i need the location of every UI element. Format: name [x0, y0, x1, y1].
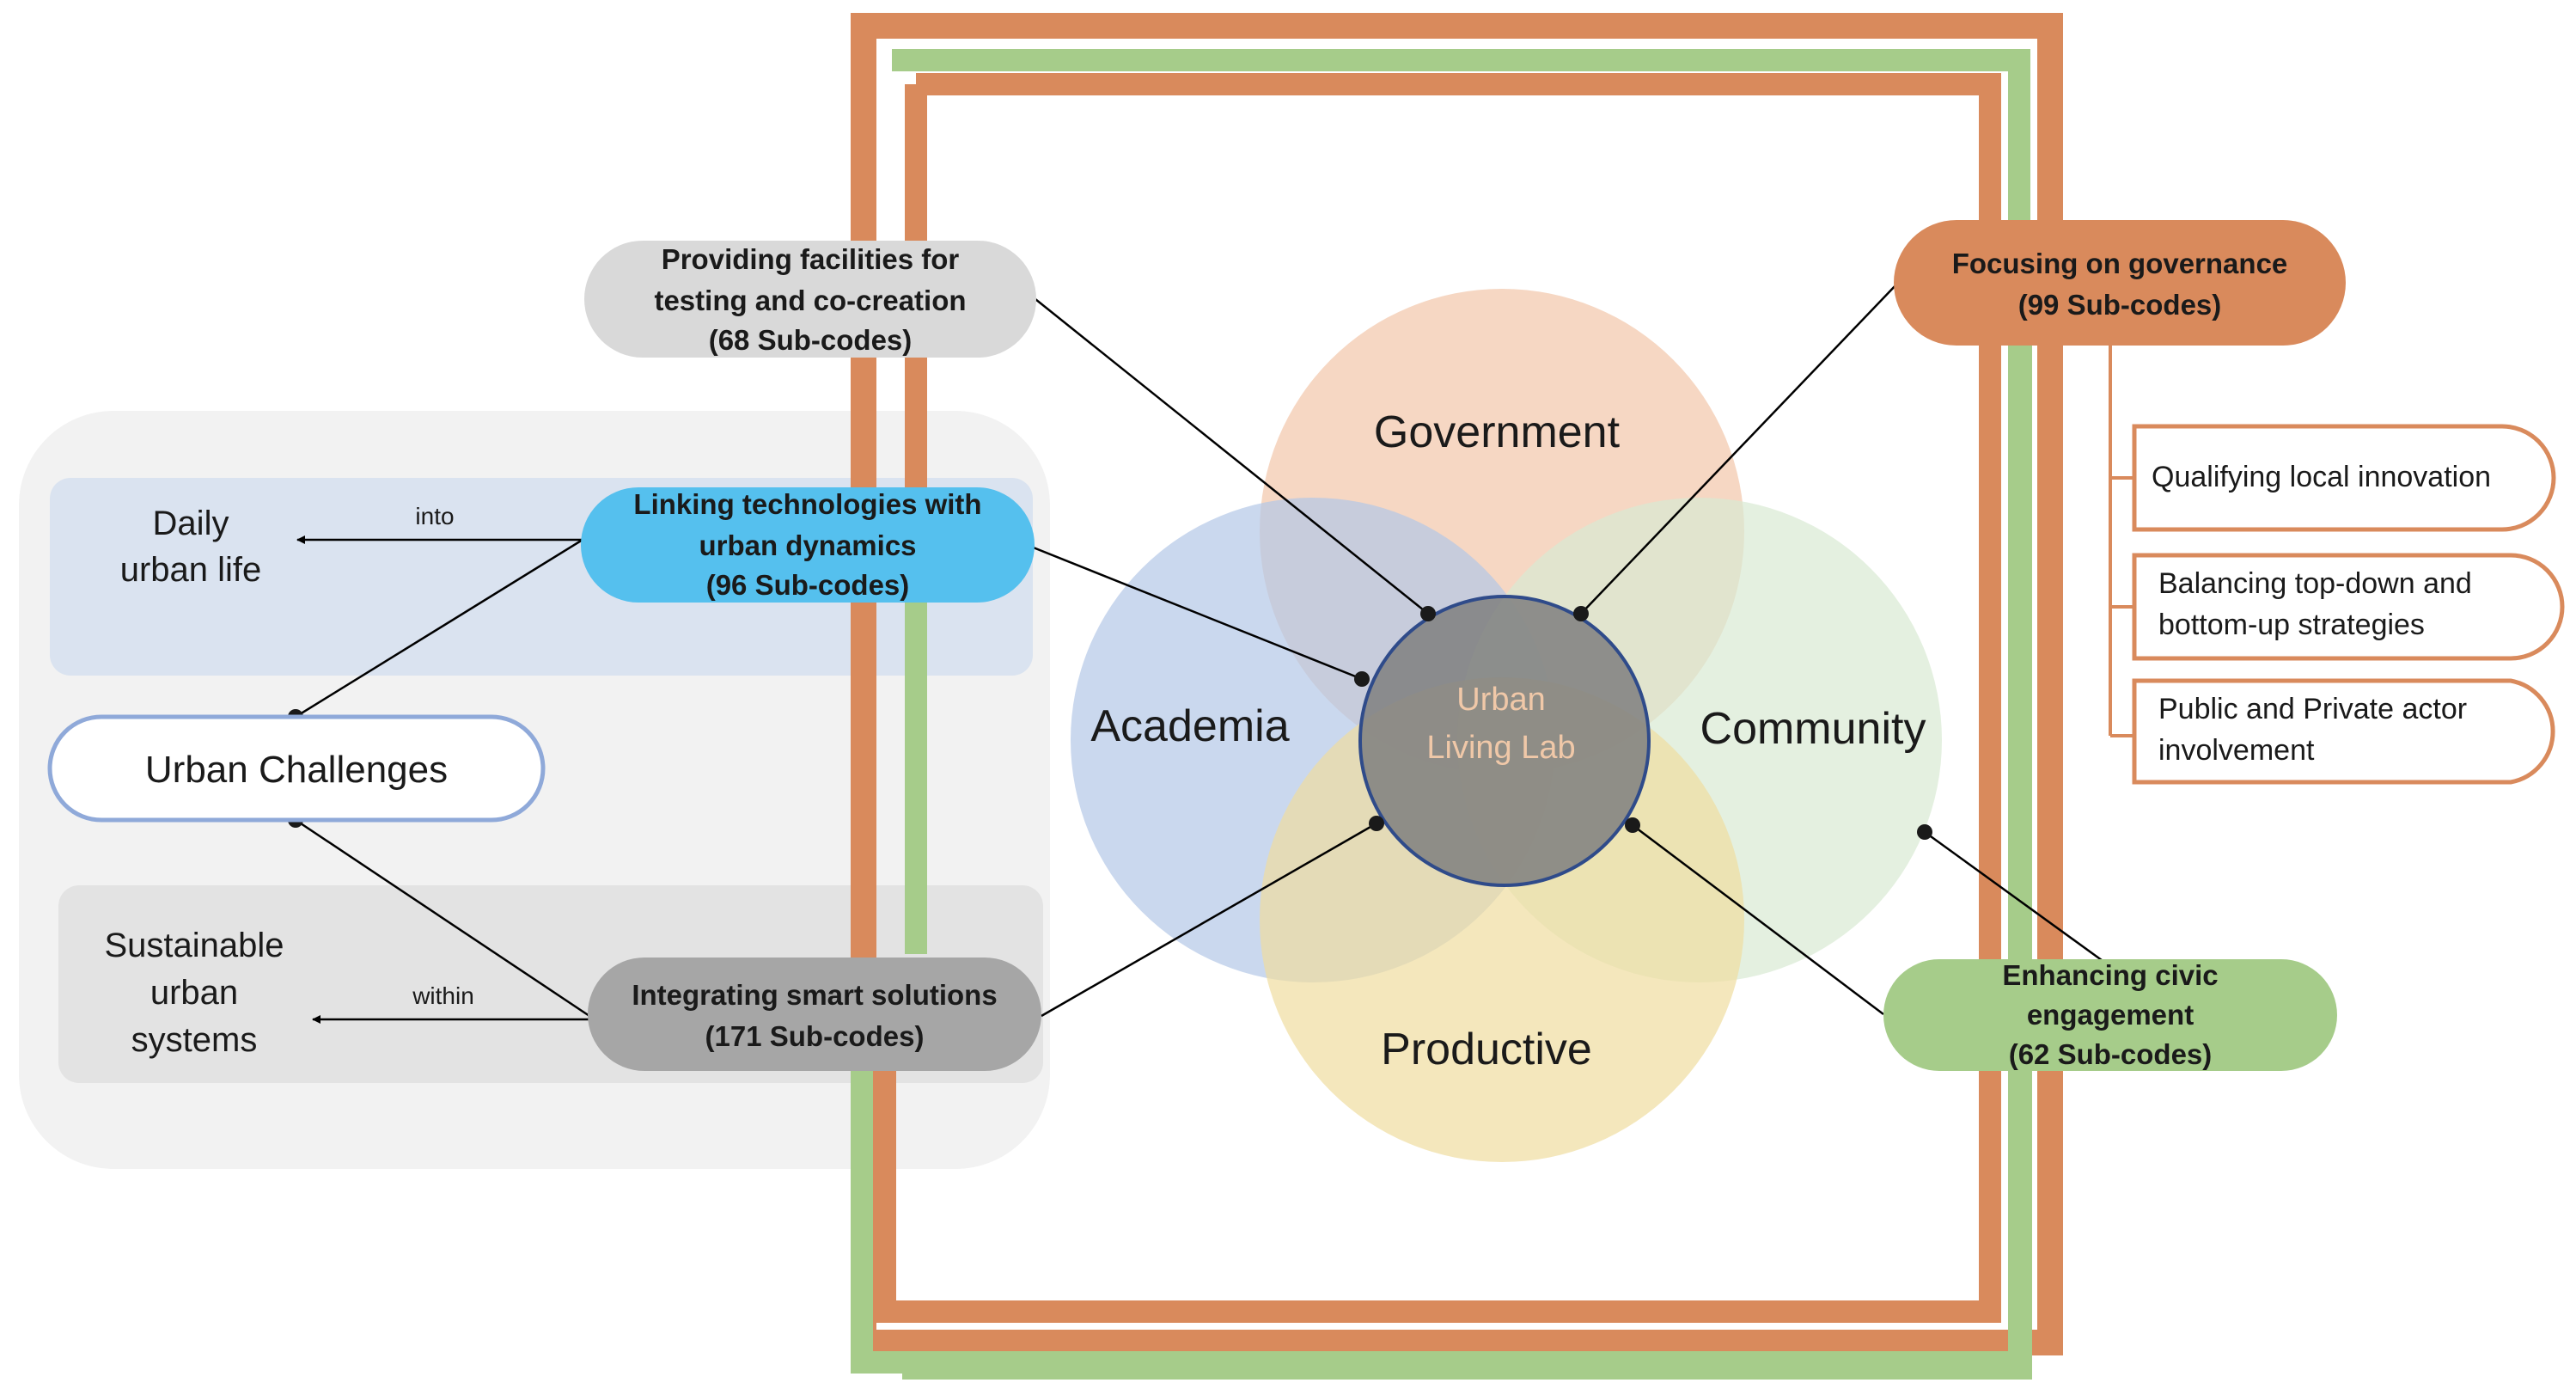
sustainable-urban-systems-line3: systems	[131, 1021, 258, 1059]
theme-facilities-line2: testing and co-creation	[654, 285, 966, 316]
theme-governance-line2: (99 Sub-codes)	[2018, 289, 2222, 321]
productive-label: Productive	[1381, 1025, 1592, 1074]
governance-bracket	[2109, 346, 2134, 737]
theme-governance: Focusing on governance (99 Sub-codes)	[1894, 220, 2346, 346]
theme-integrating-line2: (171 Sub-codes)	[705, 1020, 925, 1052]
theme-linking-line1: Linking technologies with	[633, 488, 981, 520]
theme-civic: Enhancing civic engagement (62 Sub-codes…	[1883, 959, 2337, 1071]
frame-orange	[851, 13, 2063, 1355]
sustainable-urban-systems-line1: Sustainable	[104, 927, 284, 964]
governance-item-1: Qualifying local innovation	[2132, 424, 2556, 532]
urban-challenges-label: Urban Challenges	[145, 749, 448, 791]
theme-facilities: Providing facilities for testing and co-…	[584, 241, 1036, 358]
theme-linking: Linking technologies with urban dynamics…	[581, 487, 1035, 603]
theme-civic-line1: Enhancing civic	[2002, 959, 2218, 991]
within-label: within	[412, 982, 474, 1009]
theme-facilities-line1: Providing facilities for	[662, 243, 960, 275]
daily-urban-life-line1: Daily	[153, 505, 229, 542]
theme-civic-line3: (62 Sub-codes)	[2009, 1038, 2213, 1070]
urban-challenges-box	[47, 714, 546, 823]
frame-green-inner	[902, 344, 2032, 1380]
theme-linking-line3: (96 Sub-codes)	[706, 569, 910, 601]
theme-integrating-line1: Integrating smart solutions	[632, 979, 997, 1011]
governance-item-1-line1: Qualifying local innovation	[2152, 461, 2491, 493]
governance-item-3-line2: involvement	[2158, 734, 2315, 767]
government-label: Government	[1374, 407, 1621, 457]
connector-lines	[295, 283, 2106, 1018]
theme-governance-line1: Focusing on governance	[1952, 248, 2288, 279]
urban-living-lab-circle	[1358, 595, 1651, 887]
theme-linking-line2: urban dynamics	[699, 529, 916, 561]
governance-item-3: Public and Private actor involvement	[2132, 678, 2555, 785]
governance-item-2-line1: Balancing top-down and	[2158, 567, 2472, 600]
theme-facilities-line3: (68 Sub-codes)	[709, 324, 913, 356]
theme-civic-line2: engagement	[2027, 999, 2194, 1031]
governance-item-2-line2: bottom-up strategies	[2158, 609, 2425, 641]
sustainable-urban-systems-line2: urban	[150, 974, 238, 1012]
governance-item-3-line1: Public and Private actor	[2158, 693, 2467, 725]
community-label: Community	[1700, 704, 1926, 754]
academia-label: Academia	[1090, 701, 1289, 751]
governance-item-2: Balancing top-down and bottom-up strateg…	[2132, 553, 2565, 661]
urban-living-lab-label-line1: Urban	[1456, 682, 1546, 718]
theme-integrating: Integrating smart solutions (171 Sub-cod…	[588, 958, 1041, 1071]
into-label: into	[415, 503, 454, 529]
daily-urban-life-line2: urban life	[120, 551, 262, 589]
urban-living-lab-label-line2: Living Lab	[1426, 730, 1575, 766]
